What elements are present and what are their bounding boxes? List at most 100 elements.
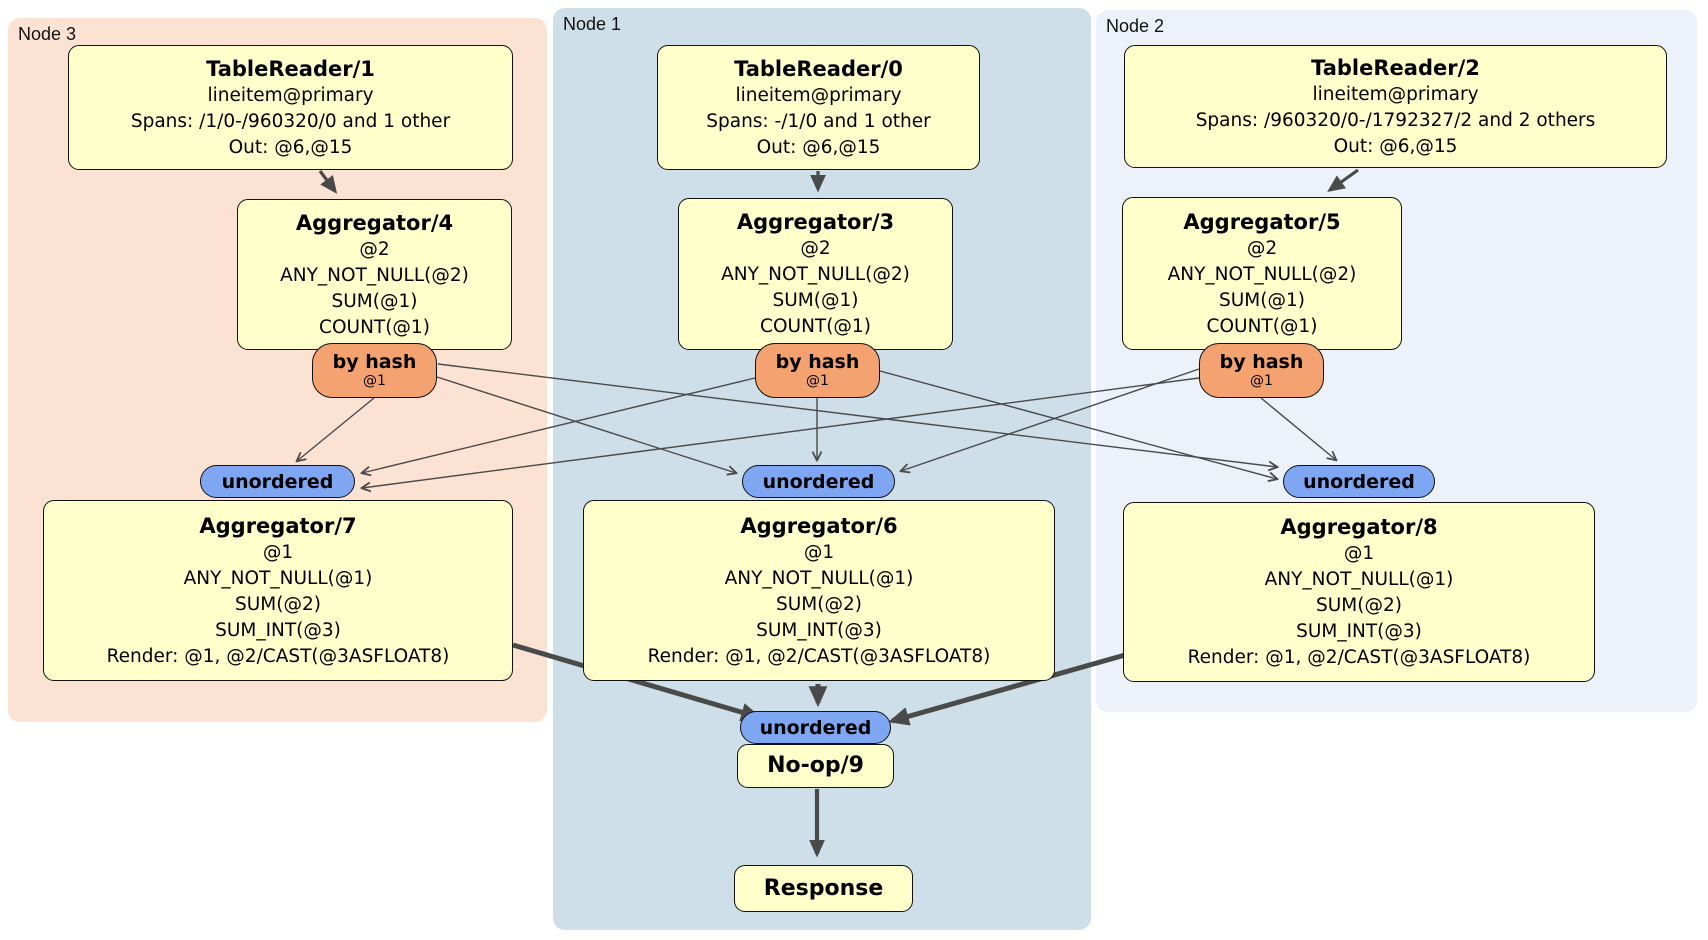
processor-detail-line: lineitem@primary	[735, 84, 902, 106]
processor-title: TableReader/2	[1311, 55, 1480, 80]
processor-detail-line: COUNT(@1)	[1206, 315, 1318, 337]
router-label: by hash	[775, 351, 860, 373]
processor-title: Response	[763, 875, 884, 901]
processor-detail-line: @1	[262, 541, 294, 563]
processor-detail-line: Out: @6,@15	[756, 136, 881, 158]
processor-title: Aggregator/3	[736, 210, 895, 234]
processor-detail-line: Out: @6,@15	[228, 136, 353, 158]
processor-title: Aggregator/8	[1280, 515, 1438, 539]
processor-detail-line: Render: @1, @2/CAST(@3ASFLOAT8)	[647, 645, 991, 667]
processor-detail-line: SUM(@1)	[1219, 289, 1305, 311]
edge-hash3-sync2	[437, 363, 1277, 467]
router-stream: @1	[363, 373, 386, 389]
processor-title: TableReader/0	[734, 56, 903, 81]
router-by-hash-node3: by hash @1	[312, 343, 437, 398]
router-label: by hash	[1219, 351, 1304, 373]
region-node3-label: Node 3	[18, 24, 77, 44]
processor-detail-line: SUM(@2)	[776, 593, 862, 615]
processor-detail-line: SUM(@1)	[772, 290, 859, 311]
edge-hash1-sync2	[879, 370, 1277, 479]
processor-detail-line: @1	[1343, 543, 1375, 564]
processor-noop-9: No-op/9	[737, 744, 894, 788]
processor-detail-line: ANY_NOT_NULL(@2)	[721, 264, 910, 285]
processor-detail-line: @2	[1246, 237, 1278, 259]
processor-detail-line: SUM(@2)	[1316, 595, 1402, 616]
sync-unordered-final: unordered	[740, 711, 891, 744]
processor-detail-line: ANY_NOT_NULL(@1)	[183, 567, 373, 589]
processor-detail-line: ANY_NOT_NULL(@1)	[1264, 569, 1454, 590]
processor-detail-line: SUM_INT(@3)	[1296, 621, 1422, 642]
sync-label: unordered	[759, 716, 872, 739]
processor-detail-line: ANY_NOT_NULL(@2)	[280, 264, 469, 286]
processor-title: TableReader/1	[206, 56, 375, 81]
edge-hash2-sync3	[362, 377, 1200, 488]
processor-detail-line: Render: @1, @2/CAST(@3ASFLOAT8)	[1187, 647, 1531, 668]
edge-hash2-sync1	[901, 368, 1200, 471]
sync-unordered-node3: unordered	[200, 465, 355, 498]
processor-detail-line: Out: @6,@15	[1333, 135, 1458, 157]
edge-hash2-sync2	[1260, 397, 1336, 460]
processor-detail-line: COUNT(@1)	[760, 316, 871, 337]
router-by-hash-node2: by hash @1	[1199, 343, 1324, 398]
processor-response: Response	[734, 865, 913, 912]
processor-detail-line: @2	[800, 238, 831, 259]
sync-label: unordered	[1303, 470, 1415, 493]
processor-detail-line: ANY_NOT_NULL(@2)	[1167, 263, 1357, 285]
processor-detail-line: SUM_INT(@3)	[756, 619, 882, 641]
processor-title: Aggregator/6	[740, 513, 898, 538]
edge-tr1-agg4	[318, 170, 338, 194]
sync-unordered-node2: unordered	[1283, 465, 1435, 498]
edge-tr2-agg5	[1327, 168, 1359, 193]
processor-detail-line: @2	[359, 238, 390, 260]
processor-title: Aggregator/7	[199, 513, 357, 538]
processor-detail-line: @1	[803, 541, 835, 563]
sync-label: unordered	[221, 470, 334, 493]
processor-title: Aggregator/4	[295, 210, 454, 235]
router-stream: @1	[1250, 373, 1273, 389]
processor-detail-line: SUM(@1)	[331, 290, 418, 312]
processor-detail-line: SUM_INT(@3)	[215, 619, 341, 641]
router-stream: @1	[806, 373, 829, 389]
router-by-hash-node1: by hash @1	[755, 343, 880, 398]
processor-detail-line: Spans: /960320/0-/1792327/2 and 2 others	[1195, 109, 1596, 131]
processor-detail-line: Spans: -/1/0 and 1 other	[706, 110, 931, 132]
processor-title: No-op/9	[767, 753, 864, 778]
processor-detail-line: SUM(@2)	[235, 593, 321, 615]
edge-hash3-sync1	[436, 376, 736, 473]
processor-title: Aggregator/5	[1183, 209, 1341, 234]
region-node2-label: Node 2	[1106, 16, 1165, 36]
sync-unordered-node1: unordered	[742, 465, 895, 498]
processor-detail-line: Spans: /1/0-/960320/0 and 1 other	[130, 110, 451, 132]
sync-label: unordered	[762, 470, 875, 493]
processor-detail-line: lineitem@primary	[1312, 83, 1479, 105]
edge-hash1-sync3	[362, 377, 756, 473]
router-label: by hash	[332, 351, 417, 373]
processor-detail-line: Render: @1, @2/CAST(@3ASFLOAT8)	[106, 645, 450, 667]
edge-hash3-sync3	[297, 397, 375, 461]
processor-detail-line: COUNT(@1)	[319, 316, 430, 338]
region-node1-label: Node 1	[563, 14, 622, 34]
edge-agg8-syncfinal	[887, 652, 1126, 726]
processor-detail-line: lineitem@primary	[207, 84, 374, 106]
processor-detail-line: ANY_NOT_NULL(@1)	[724, 567, 914, 589]
